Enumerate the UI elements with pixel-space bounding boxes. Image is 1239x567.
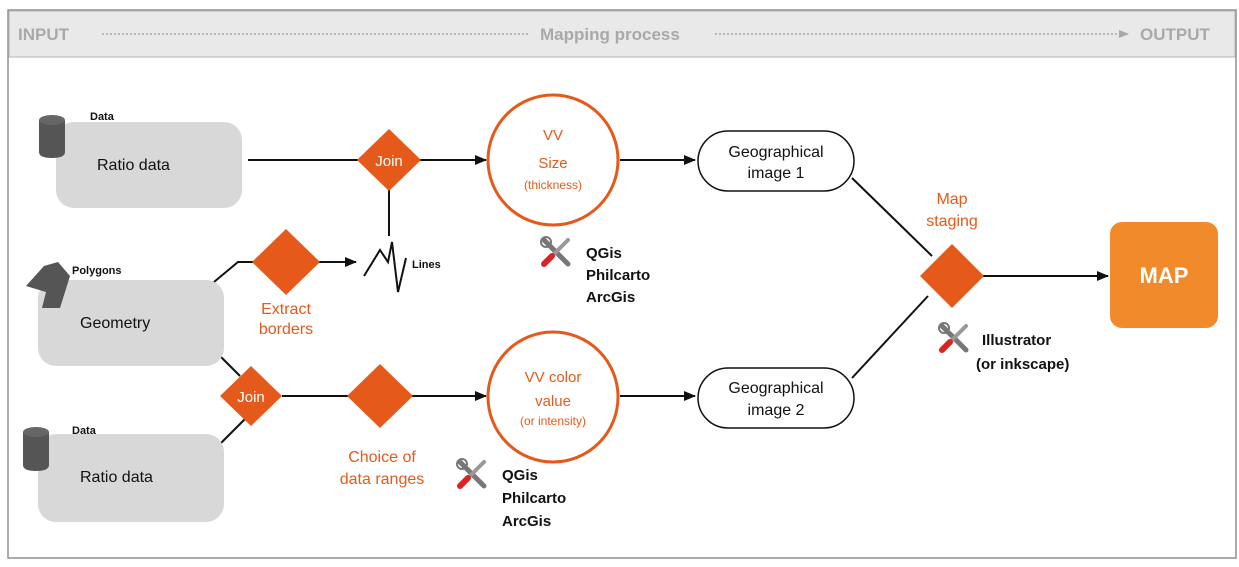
join-top-label: Join [375,153,403,170]
choice-diamond: Choice of data ranges [340,364,425,488]
tools-icon [540,236,571,267]
join-bottom-diamond: Join [220,366,282,426]
vv-size-line2: Size [538,155,567,172]
geo2-line2: image 2 [748,402,805,419]
vv-color-line3: (or intensity) [520,414,586,428]
extract-label-line1: Extract [261,301,311,318]
choice-label-line1: Choice of [348,449,416,466]
map-staging-line2: staging [926,213,978,230]
input-box [38,280,224,366]
edge-geometry-to-join-bottom [217,353,241,377]
tool-philcarto: Philcarto [502,490,566,507]
edge-geometry-to-extract [213,261,254,283]
tool-qgis: QGis [502,467,538,484]
ratio-data-label: Ratio data [97,157,170,174]
edge-geo1-to-staging [851,177,933,257]
geo2-line1: Geographical [728,380,823,397]
data-tag: Data [90,111,115,123]
ratio-data-label: Ratio data [80,469,153,486]
tools-top: QGis Philcarto ArcGis [540,236,650,306]
tool-arcgis: ArcGis [586,289,635,306]
edge-geo2-to-staging [851,295,929,379]
map-staging-line1: Map [936,191,967,208]
database-icon [23,427,49,471]
geo-image-2: Geographical image 2 [697,367,855,429]
data-tag: Data [72,425,97,437]
connectors [213,155,1109,447]
join-bottom-label: Join [237,389,265,406]
tool-inkscape: (or inkscape) [976,356,1069,373]
header-bar: INPUT Mapping process OUTPUT [8,10,1236,58]
vv-color-line2: value [535,393,571,410]
choice-label-line2: data ranges [340,471,425,488]
tool-illustrator: Illustrator [982,332,1051,349]
vv-size-line1: VV [543,127,563,144]
tools-icon [456,458,487,489]
polygon-icon [26,262,70,308]
tool-qgis: QGis [586,245,622,262]
geometry-label: Geometry [80,315,150,332]
header-process-label: Mapping process [540,25,680,44]
vv-color-circle: VV color value (or intensity) [486,330,620,464]
polygons-tag: Polygons [72,265,122,277]
lines-icon: Lines [363,241,441,293]
vv-size-line3: (thickness) [524,178,582,192]
input-geometry: Polygons Geometry [26,262,224,366]
lines-tag: Lines [412,259,441,271]
map-staging-diamond: Map staging [920,191,984,308]
geo1-line2: image 1 [748,165,805,182]
join-top-diamond: Join [357,129,421,191]
map-output: MAP [1110,222,1218,328]
extract-diamond: Extract borders [252,229,320,338]
tool-arcgis: ArcGis [502,513,551,530]
tools-bottom: QGis Philcarto ArcGis [456,458,566,530]
vv-size-circle: VV Size (thickness) [486,93,620,227]
input-data-top: Data Ratio data [39,111,242,208]
input-data-bottom: Data Ratio data [23,425,224,522]
geo-image-1: Geographical image 1 [697,130,855,192]
header-input-label: INPUT [18,25,70,44]
vv-color-line1: VV color [525,369,582,386]
extract-label-line2: borders [259,321,313,338]
input-box [38,434,224,522]
input-box [56,122,242,208]
tools-icon [938,322,969,353]
geo1-line1: Geographical [728,144,823,161]
header-output-label: OUTPUT [1140,25,1211,44]
database-icon [39,115,65,158]
map-label: MAP [1140,263,1189,288]
tools-staging: Illustrator (or inkscape) [938,322,1069,373]
tool-philcarto: Philcarto [586,267,650,284]
